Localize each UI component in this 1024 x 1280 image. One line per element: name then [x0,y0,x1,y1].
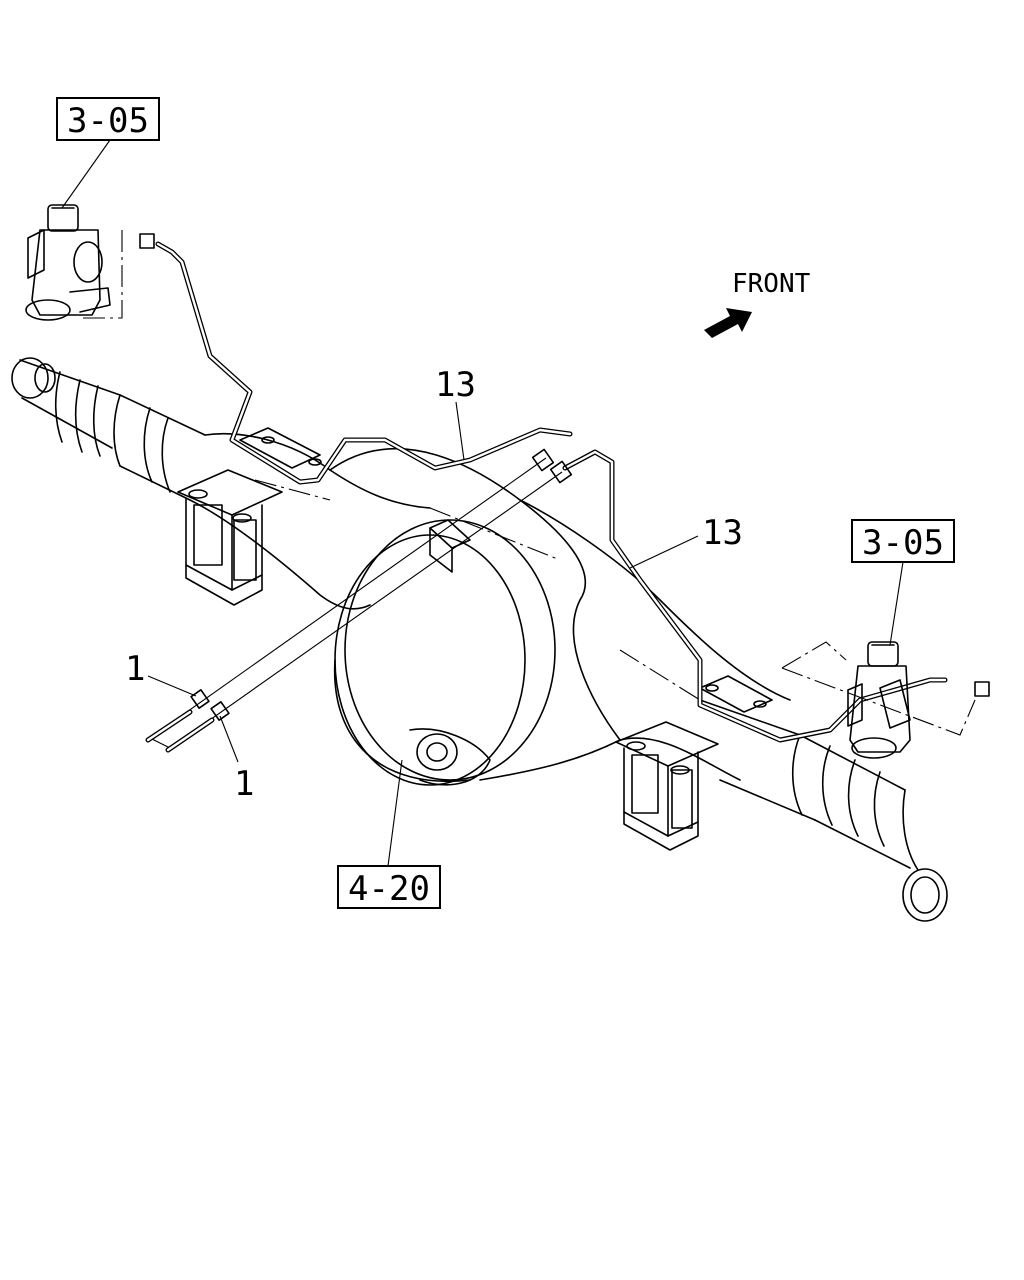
ref-box-right: 3-05 [851,519,955,563]
callout-13-right: 13 [702,513,743,553]
brake-pipe-left [155,241,573,485]
brake-valve-left [25,204,123,321]
brake-pipe-right [562,449,948,743]
ref-box-bottom: 4-20 [337,865,441,909]
callout-1-lower: 1 [234,764,254,804]
callout-13-top: 13 [435,365,476,405]
axle-housing [11,357,948,922]
ref-label-top-left: 3-05 [67,101,149,141]
leader-lines [61,139,904,867]
pipe-fittings [139,233,990,721]
brake-valve-right [781,641,976,759]
ref-box-top-left: 3-05 [56,97,160,141]
flexible-hoses [145,457,563,753]
ref-label-bottom: 4-20 [348,869,430,909]
arrow-up-right-icon [704,308,752,338]
front-label: FRONT [732,269,811,299]
ref-label-right: 3-05 [862,523,944,563]
callout-1-upper: 1 [125,649,145,689]
